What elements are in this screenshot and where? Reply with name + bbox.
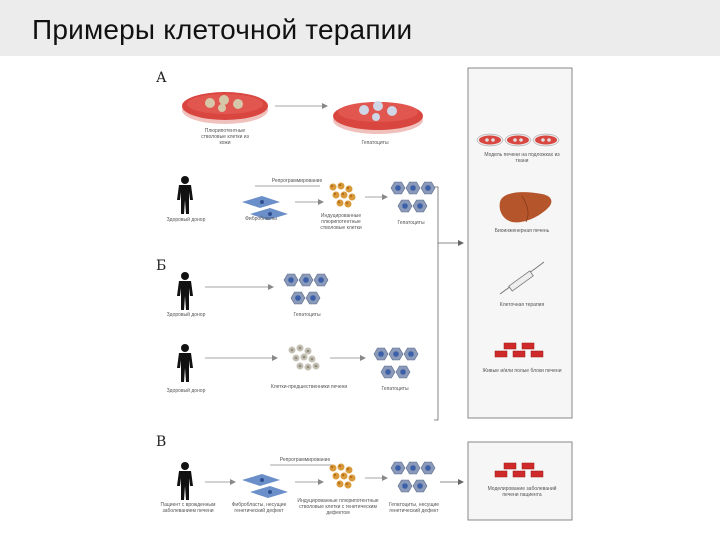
caption-outcome-blocks: Живые и/или полые блоки печени [482, 368, 562, 374]
outcome-liver-icon [499, 192, 552, 223]
section-label-c: В [156, 434, 167, 450]
caption-donor-a: Здоровый донор [166, 217, 206, 223]
progenitors-b [288, 344, 320, 371]
caption-hepatocytes2-b: Гепатоциты [381, 386, 409, 392]
outcome-dishes-icon [476, 133, 560, 147]
caption-ipsc-c: Индуцированные плюрипотентные стволовые … [297, 498, 379, 516]
caption-ipsc-a: Индуцированные плюрипотентные стволовые … [320, 213, 362, 231]
patient-figure-c [177, 462, 193, 500]
caption-hepatocytes-b1: Гепатоциты [293, 312, 321, 318]
outcome-panel-c [467, 441, 573, 521]
caption-patient-c: Пациент с врожденным заболеванием печени [160, 502, 216, 514]
section-label-b: Б [156, 258, 167, 274]
donor-figure-b2 [177, 344, 193, 382]
caption-outcome-syringe: Клеточная терапия [499, 302, 545, 308]
caption-outcome-liver: Биоинженерная печень [494, 228, 550, 234]
hepatocytes-a [390, 181, 436, 213]
donor-figure-a [177, 176, 193, 214]
ipsc-c [329, 463, 356, 489]
hepatocytes-c [390, 461, 436, 493]
caption-outcome-dishes: Модель печени на подложках из ткани [484, 152, 560, 164]
caption-reprogramming-c: Репрограммирование [279, 457, 331, 463]
caption-fibroblasts-c: Фибробласты, несущие генетический дефект [231, 502, 287, 514]
diagram-graphics [177, 67, 573, 521]
fibroblasts-a [242, 196, 288, 220]
slide-title-bar: Примеры клеточной терапии [0, 0, 720, 56]
dish-hepatocytes [333, 101, 423, 134]
hepatocytes-b2 [373, 347, 419, 379]
ipsc-a [329, 182, 356, 208]
caption-hepatocytes-a: Гепатоциты [361, 140, 389, 146]
section-label-a: А [156, 70, 167, 86]
outcome-panel-ab [467, 67, 573, 419]
outcome-syringe-icon [499, 261, 545, 295]
slide-title: Примеры клеточной терапии [32, 14, 413, 45]
caption-hepatocytes-c: Гепатоциты, несущие генетический дефект [388, 502, 440, 514]
fibroblasts-c [242, 474, 288, 498]
cell-therapy-diagram: А Б В Плюрипотентные стволовые клетки из… [150, 62, 575, 525]
caption-donor-b2: Здоровый донор [166, 388, 206, 394]
dish-cells [182, 92, 268, 124]
caption-reprogramming-a: Репрограммирование [271, 178, 323, 184]
hepatocytes-b1 [283, 273, 329, 305]
caption-progenitors-b: Клетки-предшественники печени [270, 384, 348, 390]
caption-outcome-blocks-c: Моделирование заболеваний печени пациент… [487, 486, 557, 498]
caption-hepatocytes2-a: Гепатоциты [397, 220, 425, 226]
caption-donor-b1: Здоровый донор [166, 312, 206, 318]
caption-fibroblasts-a: Фибробласты [245, 216, 277, 222]
donor-figure-b1 [177, 272, 193, 310]
caption-cells-a: Плюрипотентные стволовые клетки из кожи [201, 128, 249, 146]
